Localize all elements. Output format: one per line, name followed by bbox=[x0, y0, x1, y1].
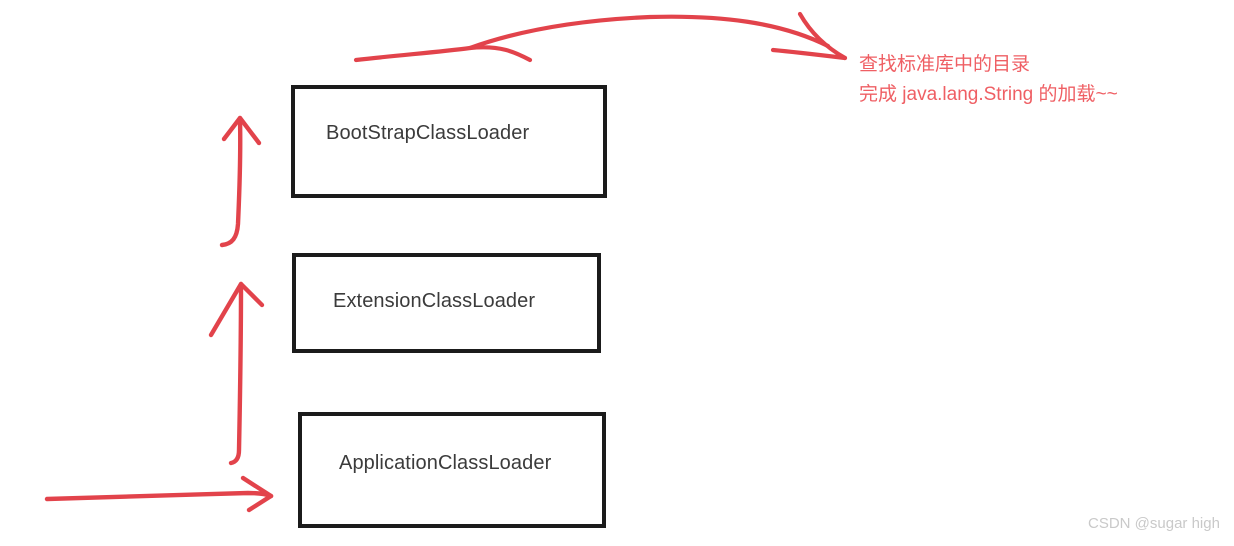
csdn-watermark: CSDN @sugar high bbox=[1088, 515, 1220, 532]
extension-to-bootstrap-arrow bbox=[219, 115, 262, 248]
application-to-extension-arrow bbox=[208, 281, 265, 466]
application-classloader-box: ApplicationClassLoader bbox=[298, 412, 606, 528]
bootstrap-classloader-label: BootStrapClassLoader bbox=[326, 122, 530, 144]
annotation-text-block: 查找标准库中的目录 完成 java.lang.String 的加载~~ bbox=[859, 50, 1189, 110]
entry-arrow bbox=[44, 475, 274, 513]
annotation-line-1: 查找标准库中的目录 bbox=[859, 54, 1031, 75]
extension-classloader-label: ExtensionClassLoader bbox=[333, 289, 536, 312]
top-curved-arrow bbox=[353, 11, 848, 63]
extension-classloader-box: ExtensionClassLoader bbox=[292, 253, 601, 353]
application-classloader-label: ApplicationClassLoader bbox=[339, 451, 552, 474]
annotation-line-2: 完成 java.lang.String 的加载~~ bbox=[859, 84, 1118, 105]
bootstrap-classloader-box: BootStrapClassLoader bbox=[291, 85, 607, 198]
